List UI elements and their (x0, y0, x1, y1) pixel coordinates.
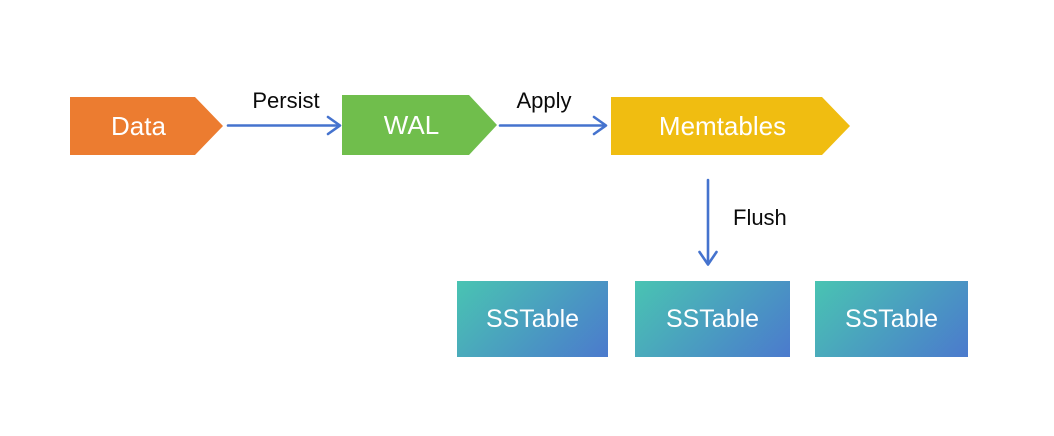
node-sstable-3-label: SSTable (844, 304, 939, 333)
persist-arrow-label: Persist (252, 88, 320, 113)
node-wal: WAL (342, 95, 497, 155)
node-data-label: Data (111, 110, 166, 141)
flush-arrow-label: Flush (733, 205, 787, 230)
node-data: Data (70, 97, 223, 155)
node-sstable-2: SSTable (635, 281, 790, 357)
node-memtables-label: Memtables (658, 110, 787, 141)
apply-arrow-label: Apply (516, 88, 572, 113)
node-wal-label: WAL (383, 109, 440, 140)
node-sstable-1: SSTable (457, 281, 608, 357)
flush-arrow (698, 178, 718, 266)
node-sstable-1-label: SSTable (485, 304, 580, 333)
node-sstable-2-label: SSTable (665, 304, 760, 333)
persist-arrow (226, 115, 342, 136)
node-memtables: Memtables (611, 97, 850, 155)
apply-arrow (498, 115, 608, 136)
node-sstable-3: SSTable (815, 281, 968, 357)
